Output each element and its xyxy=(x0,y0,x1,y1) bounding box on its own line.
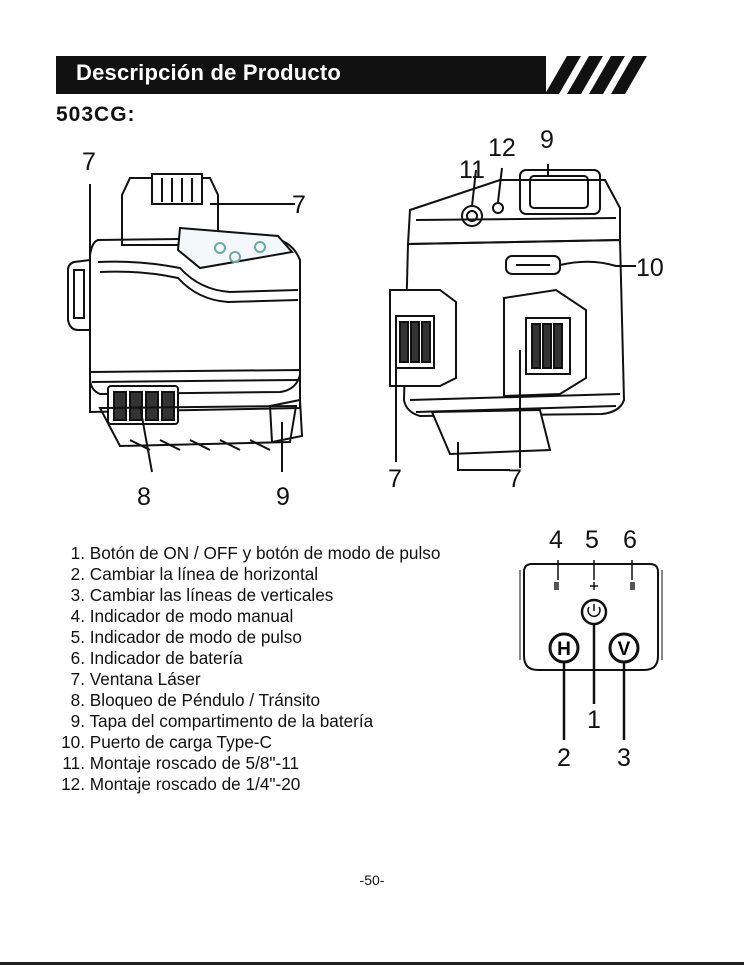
callout-8: 8 xyxy=(137,483,151,511)
callout-4: 4 xyxy=(549,526,563,554)
list-item: 2. Cambiar la línea de horizontal xyxy=(70,564,319,584)
callout-6: 6 xyxy=(623,526,637,554)
callout-5: 5 xyxy=(585,526,599,554)
callout-12: 12 xyxy=(488,134,516,162)
header-bar xyxy=(56,56,546,94)
page-number: -50- xyxy=(359,872,385,888)
model-label: 503CG: xyxy=(56,103,136,126)
callout-9-right: 9 xyxy=(540,126,554,154)
callout-7-top: 7 xyxy=(292,191,306,219)
bottom-rule xyxy=(0,962,744,965)
list-item: 12. Montaje roscado de 1/4"-20 xyxy=(61,774,301,794)
callout-7-rear-left: 7 xyxy=(388,465,402,493)
section-header: Descripción de Producto xyxy=(56,56,656,94)
list-item: 9. Tapa del compartimento de la batería xyxy=(70,711,374,731)
list-item: 4. Indicador de modo manual xyxy=(70,606,294,626)
list-item: 5. Indicador de modo de pulso xyxy=(70,627,302,647)
callout-7-left: 7 xyxy=(82,148,96,176)
list-item: 11. Montaje roscado de 5/8"-11 xyxy=(62,753,300,773)
callout-1: 1 xyxy=(587,706,601,734)
h-button: H xyxy=(557,639,571,660)
list-item: 6. Indicador de batería xyxy=(70,648,243,668)
list-item: 7. Ventana Láser xyxy=(70,669,201,689)
list-item: 10. Puerto de carga Type-C xyxy=(61,732,272,752)
page-title: Descripción de Producto xyxy=(76,60,341,85)
callout-7-rear-right: 7 xyxy=(508,465,522,493)
list-item: 3. Cambiar las líneas de verticales xyxy=(70,585,334,605)
callout-2: 2 xyxy=(557,744,571,772)
callout-11: 11 xyxy=(459,156,485,184)
list-item: 1. Botón de ON / OFF y botón de modo de … xyxy=(70,543,441,563)
callout-3: 3 xyxy=(617,744,631,772)
rear-view-illustration xyxy=(389,164,636,471)
list-item: 8. Bloqueo de Péndulo / Tránsito xyxy=(70,690,321,710)
control-panel-illustration: H V xyxy=(519,560,663,740)
parts-list: 1. Botón de ON / OFF y botón de modo de … xyxy=(56,543,440,795)
callout-9-left: 9 xyxy=(276,483,290,511)
callout-10: 10 xyxy=(636,254,664,282)
front-view-illustration xyxy=(67,173,304,473)
v-button: V xyxy=(618,639,631,660)
